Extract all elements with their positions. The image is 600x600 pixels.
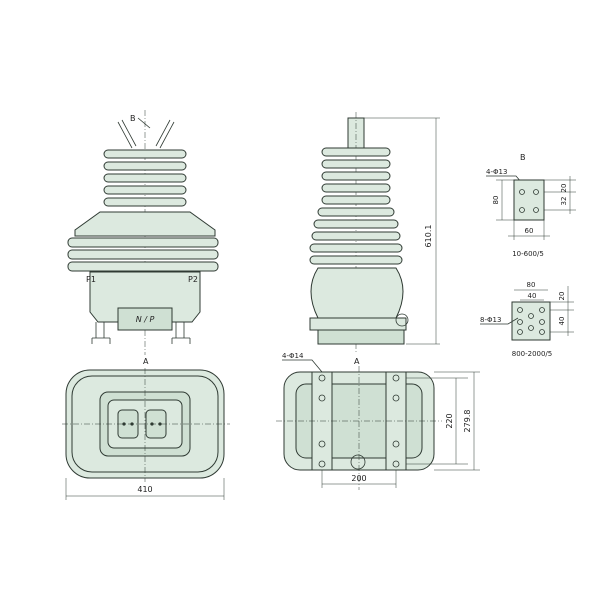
detail-b-marker: B [520, 153, 526, 162]
width-dimension: 410 [137, 485, 152, 494]
front-view: N / P P1 P2 B A [67, 110, 219, 366]
base-dim-200: 200 [351, 474, 366, 483]
nameplate-label: N / P [136, 315, 155, 324]
base-dim-220: 220 [445, 413, 454, 428]
detail-b-dim-20: 20 [560, 184, 568, 193]
detail-b-dim-32: 32 [560, 197, 568, 206]
base-view: A 4-Φ14 200 220 279.8 [276, 352, 480, 490]
base-section-a-marker: A [354, 357, 360, 366]
side-view: 610.1 [309, 112, 440, 352]
side-insulator-sheds [309, 147, 403, 265]
top-view: 410 [62, 368, 230, 500]
base-dim-279: 279.8 [463, 410, 472, 433]
detail-b-dim-60: 60 [525, 227, 534, 235]
height-dimension: 610.1 [424, 225, 433, 248]
detail-2000-caption: 800-2000/5 [512, 350, 553, 358]
terminal-p2-label: P2 [188, 275, 198, 284]
detail-b: B 4-Φ13 20 32 80 60 10-600/5 [486, 153, 576, 258]
view-b-marker: B [130, 114, 136, 123]
detail-b-hole-note: 4-Φ13 [486, 168, 507, 176]
nameplate [117, 307, 173, 331]
section-a-marker: A [143, 357, 149, 366]
detail-2000: 80 40 20 40 8-Φ13 800-2000/5 [480, 281, 574, 358]
base-hole-note: 4-Φ14 [282, 352, 304, 360]
detail-2000-hole-note: 8-Φ13 [480, 316, 501, 324]
detail-b-caption: 10-600/5 [512, 250, 544, 258]
detail-2000-dim-40-top: 40 [528, 292, 537, 300]
detail-2000-dim-20: 20 [558, 292, 566, 301]
detail-2000-dim-80: 80 [527, 281, 536, 289]
detail-2000-dim-40-side: 40 [558, 317, 566, 326]
terminal-p1-label: P1 [86, 275, 96, 284]
insulator-sheds [67, 149, 219, 272]
detail-b-dim-80: 80 [492, 196, 500, 205]
